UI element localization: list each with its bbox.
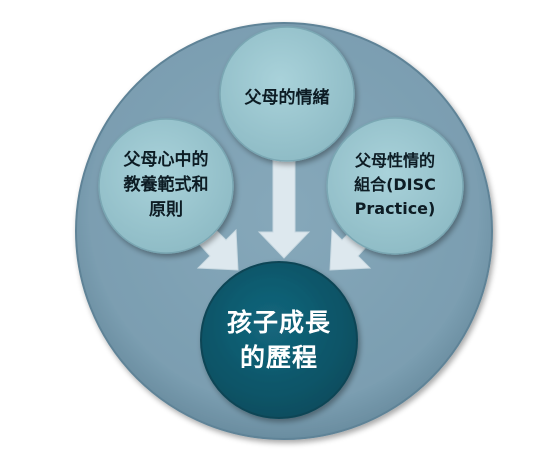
node-left-circle xyxy=(98,118,234,254)
node-left-label: 父母心中的 教養範式和 原則 xyxy=(102,142,230,228)
node-left-line-1: 父母心中的 xyxy=(123,149,209,170)
node-top-circle xyxy=(219,26,355,162)
node-center-line-1: 孩子成長 xyxy=(226,308,331,337)
node-right-label: 父母性情的 組合(DISC Practice) xyxy=(325,142,465,228)
node-center-circle xyxy=(200,261,358,419)
node-right-line-1: 父母性情的 xyxy=(354,151,435,170)
node-right-line-3: Practice) xyxy=(354,199,436,218)
node-center-line-2: 的歷程 xyxy=(239,343,318,372)
node-right-circle xyxy=(326,117,464,255)
node-left-line-3: 原則 xyxy=(149,199,183,220)
node-top-label: 父母的情緒 xyxy=(222,70,352,120)
arrow-top-to-center xyxy=(257,149,311,259)
node-left-line-2: 教養範式和 xyxy=(123,174,209,195)
node-top-text: 父母的情緒 xyxy=(244,87,330,108)
node-center-label: 孩子成長 的歷程 xyxy=(204,300,354,380)
node-right-line-2: 組合(DISC xyxy=(354,175,436,194)
